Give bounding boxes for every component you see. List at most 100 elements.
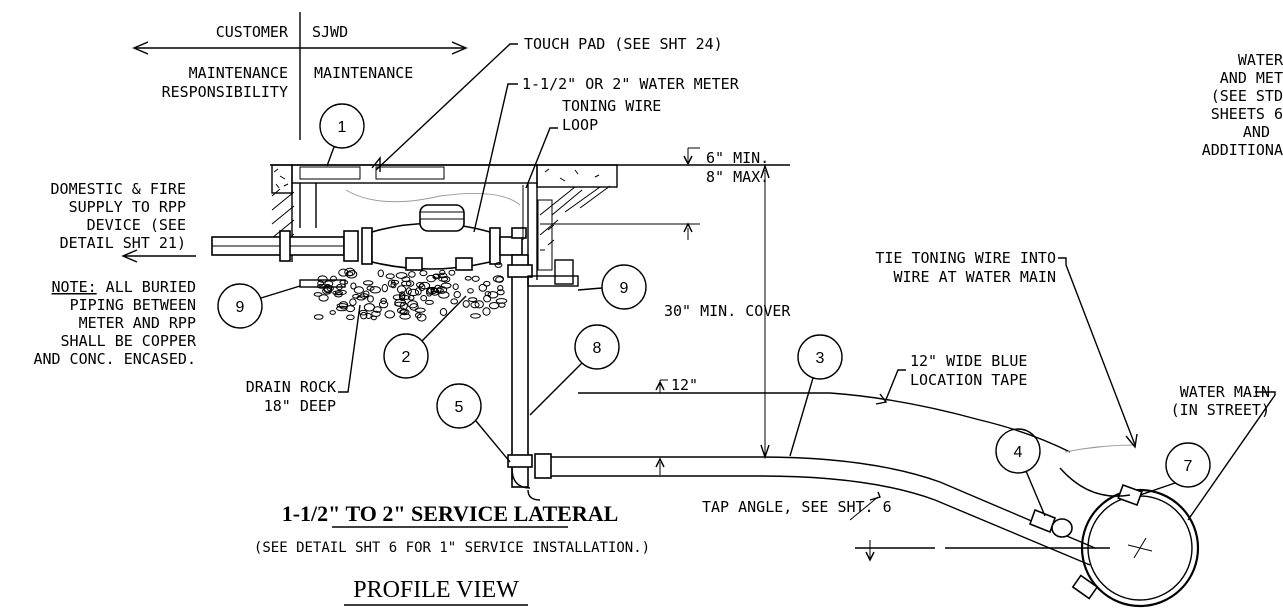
drain-rock-pebble	[478, 283, 487, 292]
location-tape	[578, 392, 1136, 497]
note-line: AND CONC. ENCASED.	[33, 350, 196, 368]
cover-label: 30" MIN. COVER	[664, 302, 791, 320]
drain-rock-pebble	[367, 295, 374, 303]
drain-rock-pebble	[439, 308, 448, 316]
callout-5: 5	[436, 383, 511, 463]
drain-rock-pebble	[468, 297, 478, 303]
drain-rock-pebble	[407, 288, 419, 297]
supply-note-line: DOMESTIC & FIRE	[51, 180, 186, 198]
drain-rock-pebble	[420, 295, 428, 302]
drain-rock-pebble	[365, 313, 372, 319]
right-note-line: ADDITIONA	[1202, 141, 1283, 159]
water-main-label-2: (IN STREET)	[1171, 401, 1270, 419]
sjwd-label: SJWD	[312, 23, 348, 41]
drain-rock-pebble	[487, 291, 499, 299]
drain-rock-pebble	[344, 267, 356, 277]
drain-rock	[299, 259, 579, 322]
drain-rock-pebble	[483, 280, 491, 287]
supply-note-line: SUPPLY TO RPP	[69, 198, 186, 216]
drain-rock-pebble	[380, 297, 387, 305]
drain-rock-pebble	[438, 276, 449, 282]
ground-and-vault	[270, 164, 790, 280]
water-main-label-1: WATER MAIN	[1180, 383, 1270, 401]
callout-number: 3	[816, 350, 825, 367]
drain-rock-pebble	[317, 280, 325, 287]
drain-rock-pebble	[332, 290, 343, 296]
drain-rock-pebble	[409, 303, 419, 311]
drain-rock-pebble	[432, 287, 444, 293]
drain-rock-pebble	[399, 309, 408, 315]
toning-wire-callout: TONING WIRE LOOP	[525, 97, 661, 189]
buried-piping-note: NOTE: ALL BURIED PIPING BETWEEN METER AN…	[33, 278, 197, 368]
callout-4: 4	[995, 428, 1046, 517]
right-note-line: WATER	[1238, 51, 1283, 69]
drain-rock-pebble	[330, 275, 337, 282]
drain-rock-pebble	[394, 301, 405, 307]
drain-rock-pebble	[426, 274, 437, 283]
callout-8: 8	[529, 324, 620, 416]
max-8-label: 8" MAX.	[706, 168, 769, 186]
drain-rock-pebble	[407, 300, 419, 309]
drain-rock-pebble	[356, 295, 366, 301]
callout-number: 7	[1184, 458, 1193, 475]
drain-rock-pebble	[317, 275, 328, 283]
twelve-inch-label: 12"	[671, 376, 698, 394]
drain-rock-pebble	[339, 279, 349, 285]
drain-rock-pebble	[329, 310, 336, 315]
drain-rock-pebble	[492, 275, 504, 283]
drain-rock-pebble	[408, 271, 416, 278]
drain-rock-pebble	[377, 269, 384, 278]
drain-rock-pebble	[471, 275, 480, 282]
supply-note: DOMESTIC & FIRE SUPPLY TO RPP DEVICE (SE…	[51, 180, 196, 263]
drain-rock-pebble	[336, 284, 343, 291]
tap-angle-callout: TAP ANGLE, SEE SHT. 6	[702, 491, 892, 521]
callout-number: 9	[620, 280, 629, 297]
right-note-line: AND MET	[1220, 69, 1283, 87]
drain-rock-label-1: DRAIN ROCK	[246, 378, 336, 396]
drain-rock-pebble	[338, 268, 349, 277]
drain-rock-callout: DRAIN ROCK 18" DEEP	[246, 304, 361, 415]
callout-number: 2	[402, 349, 411, 366]
callout-9-right: 9	[577, 264, 647, 310]
note-line: PIPING BETWEEN	[70, 296, 196, 314]
drain-rock-pebble	[441, 276, 451, 283]
callout-number: 5	[455, 399, 464, 416]
drain-rock-pebble	[498, 302, 506, 308]
drain-rock-pebble	[482, 307, 491, 316]
water-main	[855, 483, 1200, 608]
drain-rock-pebble	[349, 298, 357, 307]
tie-label-2: WIRE AT WATER MAIN	[893, 268, 1056, 286]
drain-rock-pebble	[395, 272, 408, 279]
drain-rock-pebble	[405, 280, 415, 287]
note-first-line: NOTE: ALL BURIED	[52, 278, 197, 296]
customer-label: CUSTOMER	[216, 23, 289, 41]
callout-number: 8	[593, 340, 602, 357]
drain-rock-pebble	[414, 287, 422, 296]
tape-label-2: LOCATION TAPE	[910, 371, 1027, 389]
drain-rock-pebble	[467, 288, 474, 294]
water-meter-assembly	[211, 185, 553, 488]
water-meter-callout: 1-1/2" OR 2" WATER METER	[473, 75, 740, 233]
touch-pad-label: TOUCH PAD (SEE SHT 24)	[524, 35, 723, 53]
note-line: METER AND RPP	[79, 314, 196, 332]
drain-rock-pebble	[419, 281, 431, 290]
drain-rock-pebble	[453, 291, 461, 299]
drain-rock-pebble	[396, 285, 407, 294]
tape-label-1: 12" WIDE BLUE	[910, 352, 1027, 370]
drain-rock-pebble	[414, 307, 426, 313]
drain-rock-pebble	[452, 283, 459, 291]
tie-toning-wire-callout: TIE TONING WIRE INTO WIRE AT WATER MAIN	[875, 249, 1138, 449]
toning-wire-label-2: LOOP	[562, 116, 598, 134]
drain-rock-pebble	[369, 286, 381, 294]
callout-1: 1	[319, 103, 365, 167]
drain-rock-pebble	[336, 305, 348, 312]
callout-2: 2	[383, 295, 467, 379]
water-meter-label: 1-1/2" OR 2" WATER METER	[522, 75, 740, 93]
drain-rock-pebble	[345, 305, 355, 313]
drain-rock-pebble	[426, 288, 433, 297]
drain-rock-pebble	[474, 300, 484, 309]
toning-wire-label-1: TONING WIRE	[562, 97, 661, 115]
drain-rock-pebble	[464, 276, 472, 281]
tap-angle-label: TAP ANGLE, SEE SHT. 6	[702, 498, 892, 516]
drain-rock-pebble	[438, 272, 448, 279]
